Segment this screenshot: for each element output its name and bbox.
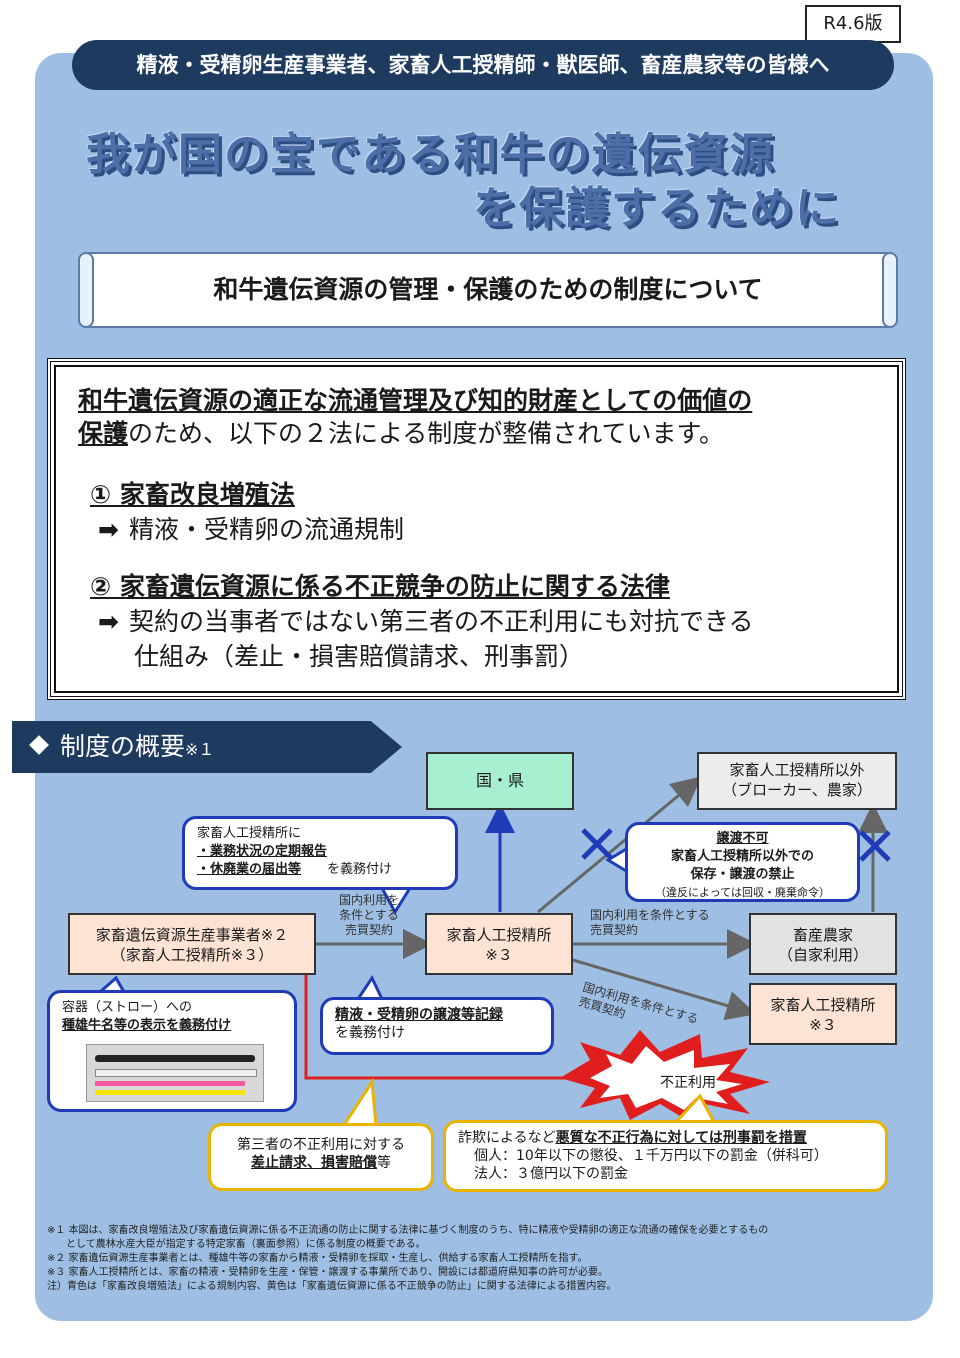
laws-intro-line2: 保護のため、以下の２法による制度が整備されています。 [78,419,725,448]
overview-heading: 制度の概要※１ [12,721,402,773]
arrow-right-icon: ➡ [98,607,119,636]
bubble-tail [355,974,385,1001]
prohibit-x-icon [859,830,891,862]
laws-intro-line1: 和牛遺伝資源の適正な流通管理及び知的財産としての価値の [78,386,753,415]
version-badge: R4.6版 [805,5,901,43]
laws-box [47,358,906,700]
bubble-tail [341,1077,378,1127]
prohibit-x-icon [581,828,613,860]
node-producer: 家畜遺伝資源生産事業者※２（家畜人工授精所※３） [68,913,316,975]
footnote-2: ※２ 家畜遺伝資源生産事業者とは、種雄牛等の家畜から精液・受精卵を採取・生産し、… [47,1253,588,1264]
scroll-curl-left [78,252,94,328]
abuse-red-line [304,975,580,1080]
law1-desc: ➡精液・受精卵の流通規制 [98,515,404,544]
law2-desc-line2: 仕組み（差止・損害賠償請求、刑事罰） [134,642,585,671]
main-title-line1: 我が国の宝である和牛の遺伝資源 [86,129,776,180]
contract-label-2: 国内利用を条件とする売買契約 [590,908,710,937]
footnote-3: ※３ 家畜人工授精所とは、家畜の精液・受精卵を生産・保管・譲渡する事業所であり、… [47,1267,609,1278]
node-broker: 家畜人工授精所以外（ブローカー、農家） [697,752,897,810]
scroll-curl-right [882,252,898,328]
node-farmer: 畜産農家（自家利用） [749,913,897,975]
bubble-criminal-penalty: 詐欺によるなど悪質な不正行為に対しては刑事罰を措置 個人：10年以下の懲役、１千… [443,1120,888,1192]
contract-label-1: 国内利用を条件とする売買契約 [338,893,399,937]
arrow-center-center2 [572,958,757,1021]
subtitle-text: 和牛遺伝資源の管理・保護のための制度について [213,275,763,304]
node-gov: 国・県 [426,752,574,810]
node-insemination-center-2: 家畜人工授精所※３ [749,983,897,1045]
node-insemination-center: 家畜人工授精所※３ [425,913,573,975]
law2-title: ② 家畜遺伝資源に係る不正競争の防止に関する法律 [90,572,670,601]
law1-title: ① 家畜改良増殖法 [90,480,295,509]
abuse-burst-inner [590,1046,742,1110]
bubble-report-duty: 家畜人工授精所に ・業務状況の定期報告 ・休廃業の届出等 を義務付け [182,816,458,890]
audience-banner: 精液・受精卵生産事業者、家畜人工授精師・獣医師、畜産農家等の皆様へ [72,40,894,90]
footnote-note: 注）青色は「家畜改良増殖法」による規制内容、黄色は「家畜遺伝資源に係る不正競争の… [47,1281,617,1292]
arrow-center-broker [537,776,702,914]
bubble-transfer-record: 精液・受精卵の譲渡等記録 を義務付け [320,997,554,1055]
arrow-right-icon: ➡ [98,515,119,544]
main-title-line2: を保護するために [473,183,841,234]
abuse-label: 不正利用 [660,1075,716,1091]
straw-photo [86,1044,264,1102]
footnote-1: ※１ 本図は、家畜改良増殖法及び家畜遺伝資源に係る不正流通の防止に関する法律に基… [47,1225,769,1236]
law2-desc-line1: ➡契約の当事者ではない第三者の不正利用にも対抗できる [98,607,754,636]
bubble-transfer-ban: 譲渡不可 家畜人工授精所以外での 保存・譲渡の禁止 （違反によっては回収・廃棄命… [625,822,860,902]
subtitle-scroll: 和牛遺伝資源の管理・保護のための制度について [78,252,898,328]
footnote-1-cont: として農林水産大臣が指定する特定家畜（裏面参照）に係る制度の概要である。 [66,1239,426,1250]
bubble-injunction: 第三者の不正利用に対する 差止請求、損害賠償等 [208,1123,434,1191]
